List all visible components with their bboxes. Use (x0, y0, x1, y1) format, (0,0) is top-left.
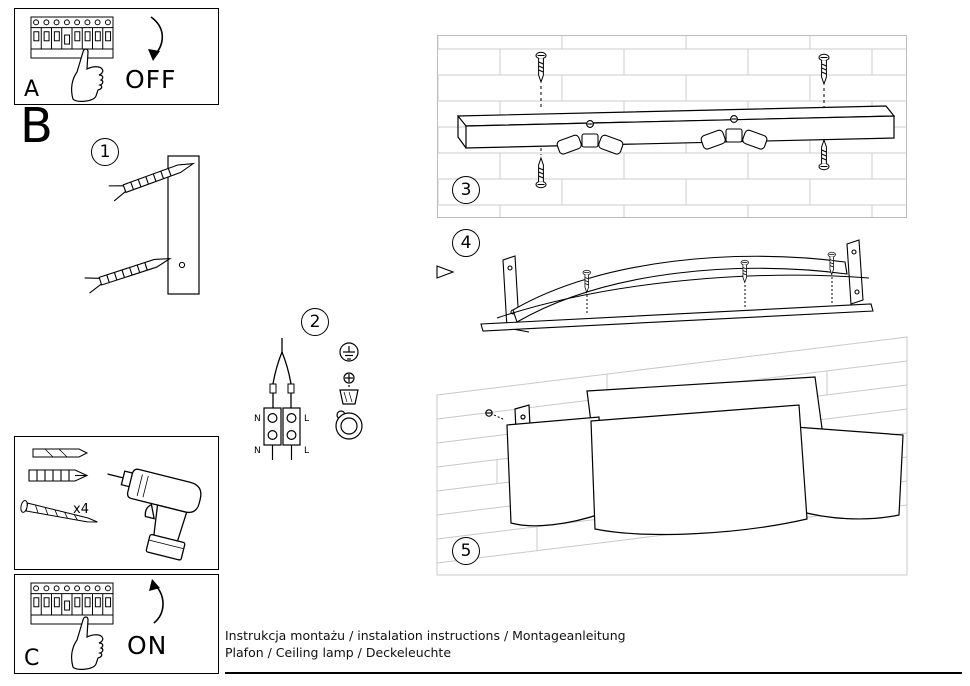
step-1-badge: 1 (91, 138, 119, 166)
wall-bracket-illustration (84, 155, 200, 295)
panel-assembly-illustration (436, 239, 874, 333)
lamp-panel-right (794, 426, 904, 520)
lamp-panel-center (590, 404, 808, 536)
breaker-off-illustration (30, 16, 164, 103)
screw-icon (20, 500, 98, 523)
step-3-number: 3 (460, 180, 472, 200)
wall-mounting-illustration (438, 36, 906, 217)
left-spur (436, 265, 455, 279)
quantity-label: x4 (73, 502, 89, 517)
breaker-panel-icon (30, 582, 114, 625)
plate-hole (178, 261, 186, 269)
drill-illustration: x4 (20, 448, 202, 561)
drill-bit-icon (32, 448, 89, 458)
glass-panel-bottom (480, 303, 874, 332)
footer-text: Instrukcja montażu / instalation instruc… (225, 627, 626, 661)
breaker-panel-icon (30, 16, 114, 59)
step-2-badge: 2 (301, 308, 329, 336)
assembled-lamp (485, 376, 904, 536)
spotlight-holders (556, 115, 768, 155)
mounting-screws (535, 51, 830, 189)
section-a-panel: OFF A (14, 8, 219, 105)
panel-screws (582, 251, 836, 314)
off-label: OFF (125, 65, 177, 94)
terminal-label-l-bottom: L (304, 446, 309, 456)
hand-icon (70, 616, 104, 671)
glass-panel-top (512, 255, 848, 323)
step-4-badge: 4 (452, 229, 480, 257)
on-label: ON (127, 631, 168, 660)
power-cable-icon (269, 338, 295, 408)
breaker-on-illustration (30, 579, 164, 671)
ceiling-screw-icon (485, 409, 506, 421)
wiring-illustration: N L N L (254, 338, 363, 460)
step-5-badge: 5 (452, 537, 480, 565)
drill-icon (107, 468, 202, 561)
terminal-label-n-top: N (254, 414, 261, 424)
ground-symbol-icon (339, 342, 359, 362)
section-a-label: A (24, 77, 40, 102)
footer-rule (225, 672, 962, 674)
step-3-region (437, 35, 907, 218)
cable-gland-icon (335, 372, 363, 440)
ceiling-mounted-illustration (436, 336, 908, 576)
right-bracket (846, 239, 864, 305)
step-5-number: 5 (460, 541, 472, 561)
lamp-panel-left (506, 416, 604, 527)
step-4-number: 4 (460, 233, 472, 253)
drill-hardware-panel: x4 (14, 436, 219, 570)
footer-line-1: Instrukcja montażu / instalation instruc… (225, 628, 626, 643)
terminal-label-n-bottom: N (254, 446, 261, 456)
step-3-badge: 3 (452, 176, 480, 204)
step-2-number: 2 (309, 312, 321, 332)
footer-line-2: Plafon / Ceiling lamp / Deckeleuchte (225, 645, 452, 660)
anchor-screw-icon (84, 250, 173, 294)
section-c-panel: ON C (14, 574, 219, 674)
arrow-up-icon (149, 579, 164, 624)
terminal-label-l-top: L (304, 414, 309, 424)
terminal-block (263, 407, 301, 460)
arrow-down-icon (148, 16, 164, 61)
section-c-label: C (24, 646, 40, 671)
wall-plug-icon (28, 469, 88, 482)
mounting-plate (167, 155, 200, 295)
section-b-label: B (20, 98, 53, 154)
step-1-number: 1 (99, 142, 111, 162)
